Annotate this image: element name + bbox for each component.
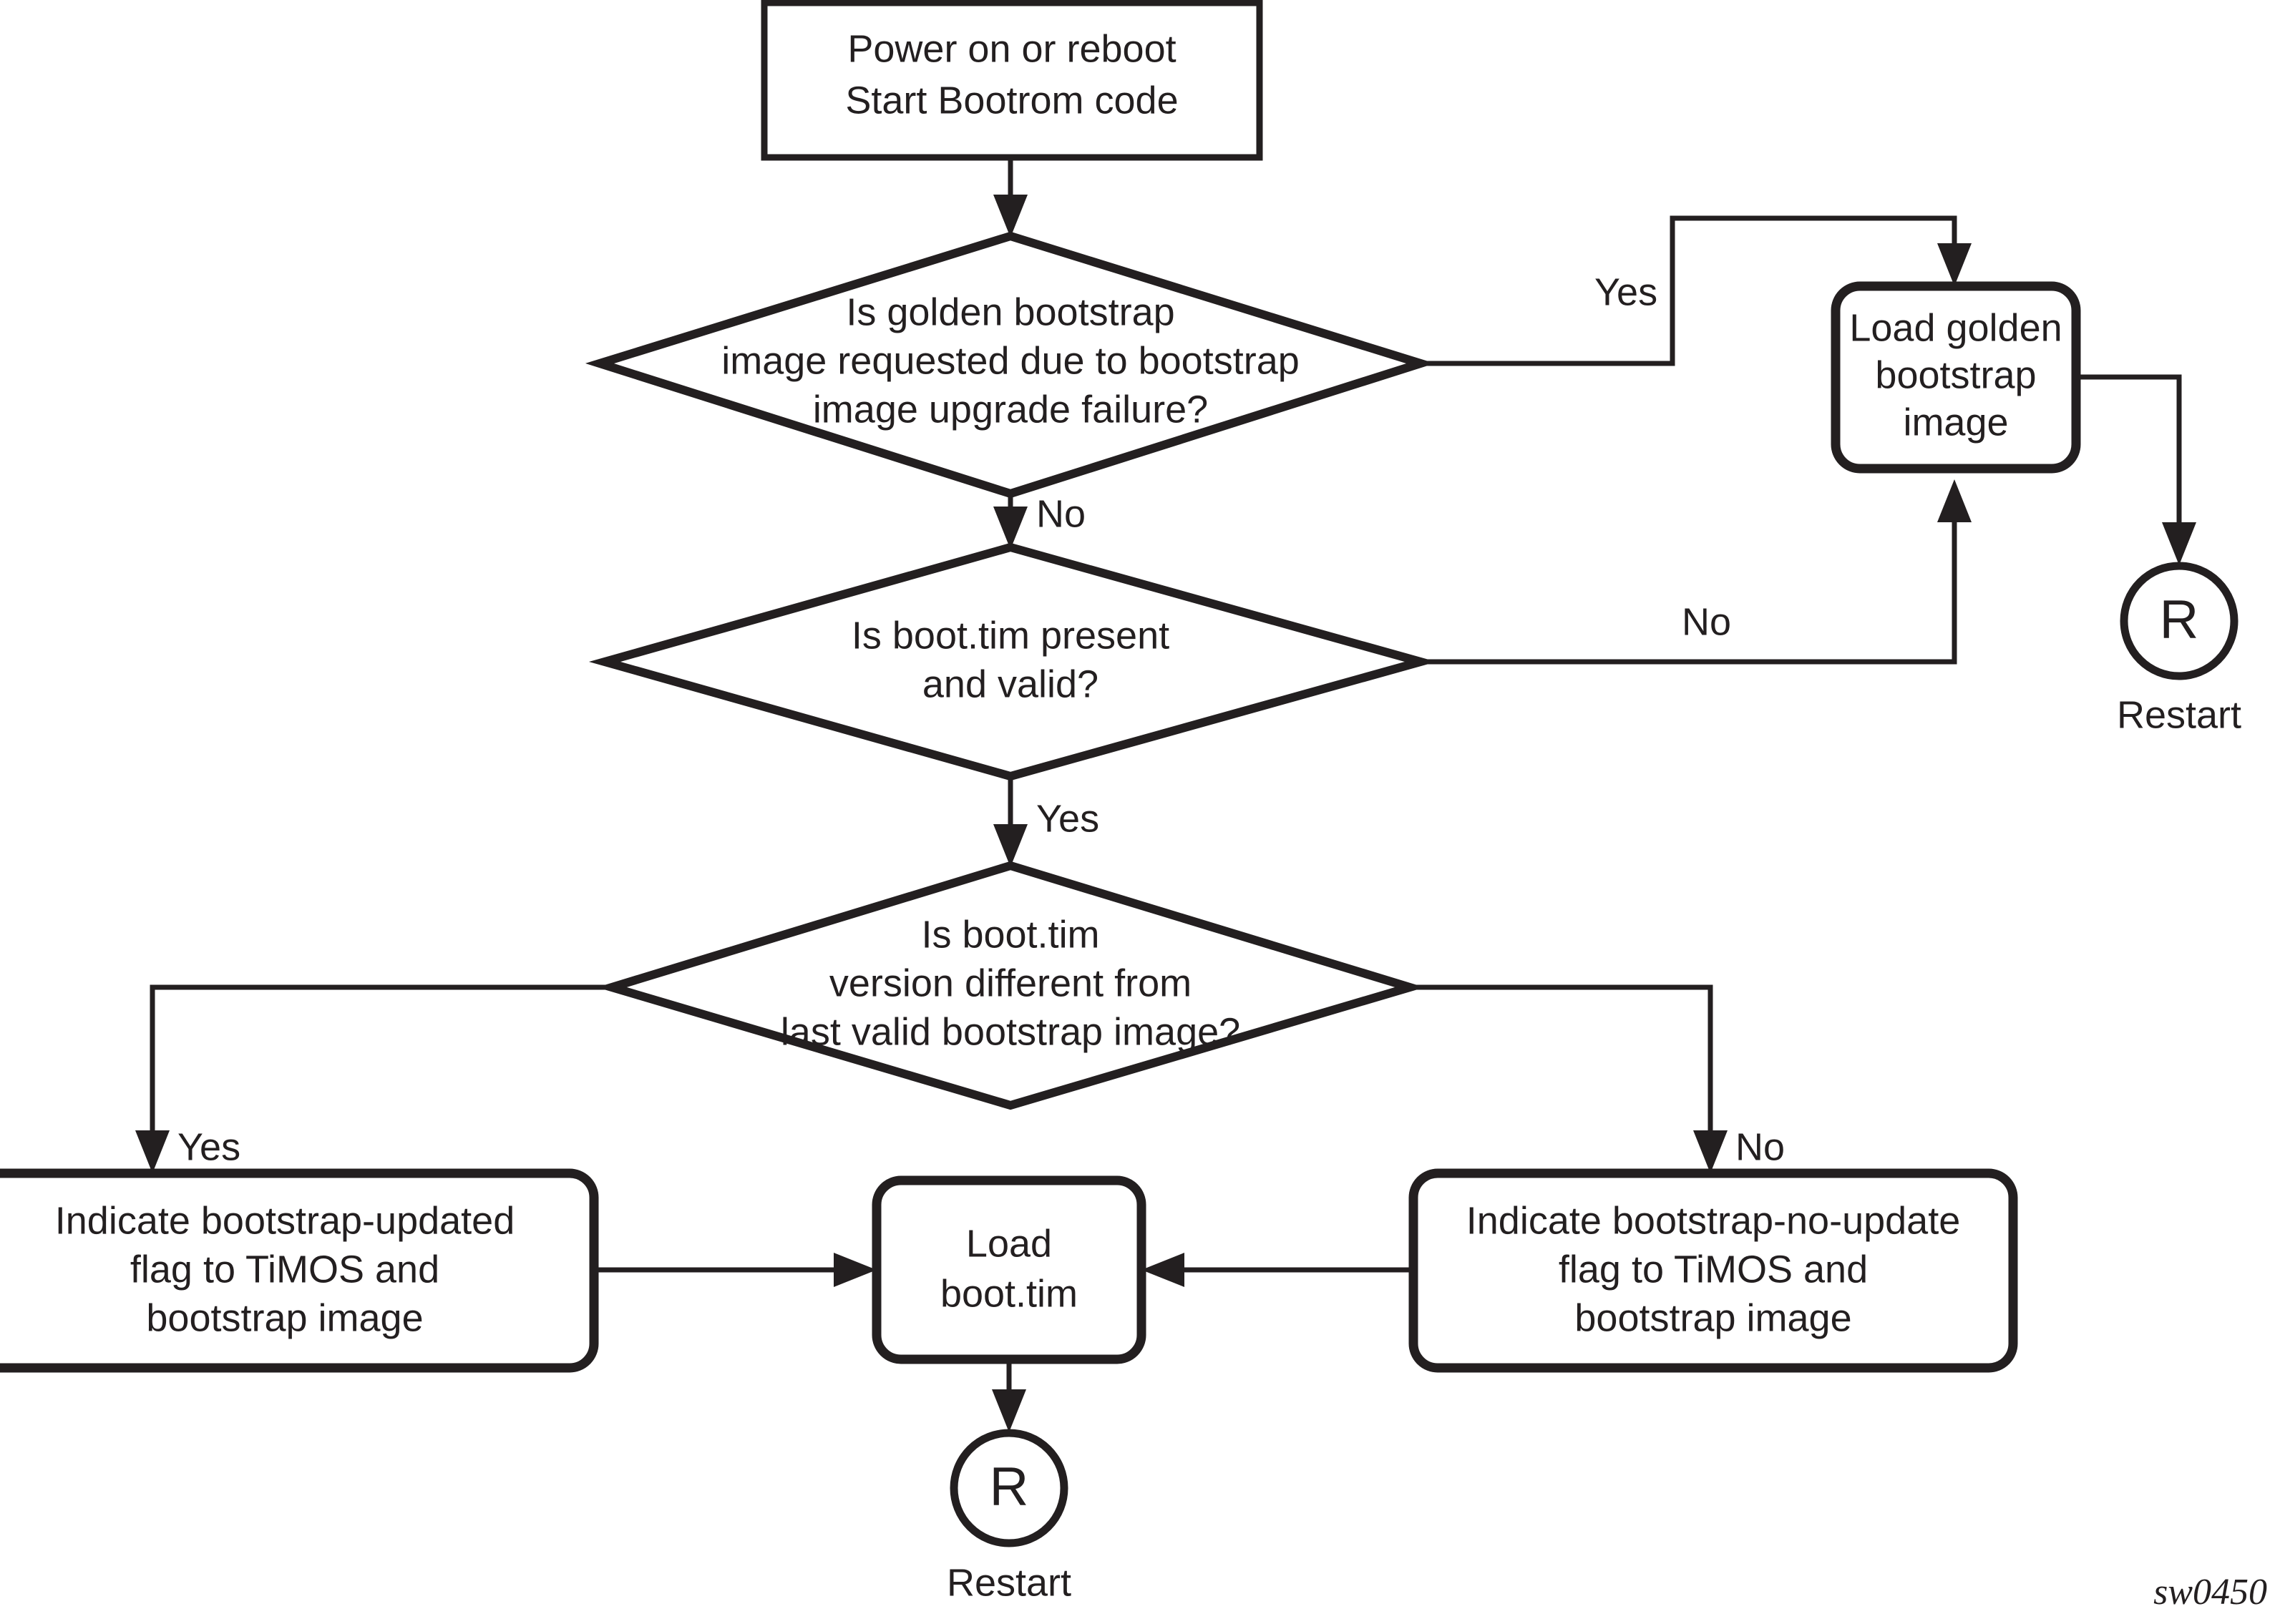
node-start-line-1: Power on or reboot: [847, 27, 1176, 70]
node-load-golden-line-2: bootstrap: [1875, 353, 2036, 396]
edge-label-golden-no: No: [1036, 492, 1086, 535]
node-load-boot-tim-line-2: boot.tim: [940, 1272, 1078, 1315]
node-indicate-updated-line-1: Indicate bootstrap-updated: [55, 1199, 515, 1242]
node-load-golden-bootstrap-image[interactable]: Load golden bootstrap image: [1831, 281, 2081, 474]
edge-indicate-updated-to-load-boot-tim: [594, 1253, 877, 1287]
node-indicate-updated-line-2: flag to TiMOS and: [130, 1248, 439, 1291]
node-restart-right[interactable]: R Restart: [2117, 562, 2241, 736]
edge-present-yes-to-decision-version: [993, 776, 1028, 867]
node-decision-boot-tim-version[interactable]: Is boot.tim version different from last …: [597, 861, 1425, 1110]
node-restart-right-label: Restart: [2117, 693, 2241, 736]
node-load-golden-line-1: Load golden: [1849, 306, 2062, 349]
node-indicate-bootstrap-updated[interactable]: Indicate bootstrap-updated flag to TiMOS…: [0, 1168, 599, 1373]
node-indicate-no-update-line-3: bootstrap image: [1574, 1296, 1851, 1339]
node-decision-present-line-1: Is boot.tim present: [852, 614, 1169, 657]
node-decision-version-line-1: Is boot.tim: [921, 913, 1099, 956]
node-start-power-on[interactable]: Power on or reboot Start Bootrom code: [761, 0, 1263, 161]
node-start-line-2: Start Bootrom code: [845, 79, 1178, 122]
node-load-boot-tim-line-1: Load: [966, 1222, 1052, 1265]
edge-label-golden-yes: Yes: [1594, 270, 1657, 313]
node-decision-golden-line-1: Is golden bootstrap: [846, 290, 1174, 333]
node-decision-version-line-2: version different from: [829, 962, 1192, 1004]
node-indicate-no-update-line-1: Indicate bootstrap-no-update: [1466, 1199, 1960, 1242]
node-load-boot-tim[interactable]: Load boot.tim: [872, 1175, 1146, 1364]
node-restart-bottom[interactable]: R Restart: [947, 1429, 1071, 1604]
edge-label-present-no: No: [1682, 600, 1731, 643]
node-decision-boot-tim-present[interactable]: Is boot.tim present and valid?: [588, 542, 1437, 781]
edge-label-version-no: No: [1735, 1125, 1785, 1168]
edge-label-present-yes: Yes: [1036, 797, 1099, 840]
edge-golden-no-to-decision-present: [993, 494, 1028, 549]
edge-indicate-no-update-to-load-boot-tim: [1141, 1253, 1413, 1287]
node-load-golden-line-3: image: [1903, 401, 2008, 444]
edge-start-to-decision-golden: [993, 157, 1028, 238]
node-decision-golden-line-3: image upgrade failure?: [813, 388, 1208, 431]
node-indicate-bootstrap-no-update[interactable]: Indicate bootstrap-no-update flag to TiM…: [1408, 1168, 2018, 1373]
node-decision-version-line-3: last valid bootstrap image?: [781, 1010, 1240, 1053]
edge-present-no-to-load-golden: [1421, 479, 1972, 665]
edge-label-version-yes: Yes: [177, 1125, 240, 1168]
node-indicate-no-update-line-2: flag to TiMOS and: [1559, 1248, 1868, 1291]
node-decision-present-line-2: and valid?: [922, 662, 1098, 705]
node-decision-golden-bootstrap[interactable]: Is golden bootstrap image requested due …: [585, 231, 1436, 499]
node-restart-bottom-label: Restart: [947, 1561, 1071, 1604]
figure-caption: sw0450: [2153, 1572, 2267, 1613]
edge-load-boot-tim-to-restart-bottom: [992, 1359, 1026, 1432]
node-restart-right-symbol: R: [2160, 590, 2199, 650]
edge-load-golden-to-restart-right: [2075, 374, 2196, 565]
node-indicate-updated-line-3: bootstrap image: [146, 1296, 423, 1339]
edge-golden-yes-to-load-golden: [1421, 215, 1972, 366]
edge-version-yes-to-indicate-updated: [135, 984, 612, 1173]
node-decision-golden-line-2: image requested due to bootstrap: [721, 339, 1300, 382]
node-restart-bottom-symbol: R: [990, 1457, 1029, 1517]
edge-version-no-to-indicate-no-update: [1410, 984, 1728, 1173]
